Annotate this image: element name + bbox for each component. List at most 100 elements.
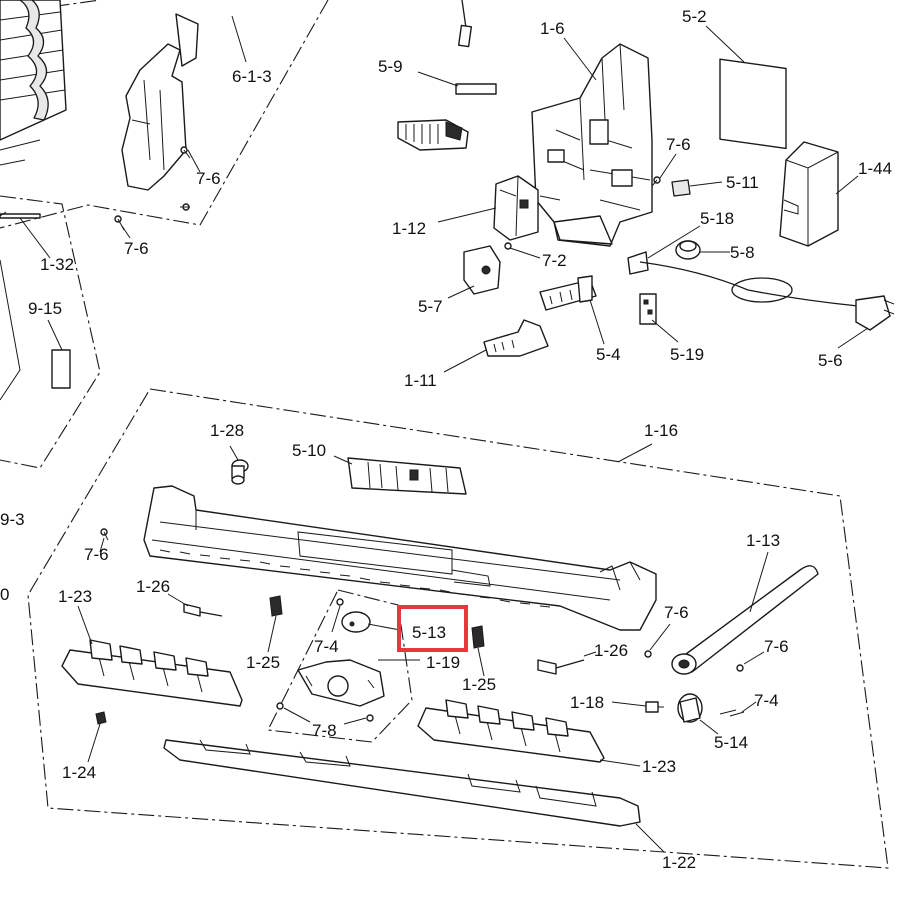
group-border-lower-main bbox=[27, 388, 889, 869]
label-1-25-a: 1-25 bbox=[246, 653, 280, 672]
part-5-14 bbox=[677, 693, 703, 723]
leader-7-6-c bbox=[659, 153, 677, 179]
screw-7-4-right bbox=[719, 709, 745, 717]
leader-6-1-3 bbox=[231, 15, 247, 63]
label-1-23-b: 1-23 bbox=[642, 757, 676, 776]
leader-1-26-b bbox=[583, 651, 597, 657]
part-5-2-sheet bbox=[719, 58, 787, 150]
label-1-44: 1-44 bbox=[858, 159, 892, 178]
part-5-6-plug bbox=[855, 295, 895, 331]
part-5-4-board bbox=[539, 275, 597, 311]
label-5-7: 5-7 bbox=[418, 297, 443, 316]
leader-5-10 bbox=[333, 455, 353, 465]
group-border-upper-left bbox=[0, 0, 329, 229]
part-1-26-sensor-left bbox=[183, 603, 223, 617]
label-5-2: 5-2 bbox=[682, 7, 707, 26]
label-1-22: 1-22 bbox=[662, 853, 696, 872]
leader-5-11 bbox=[689, 181, 723, 187]
label-1-23-a: 1-23 bbox=[58, 587, 92, 606]
part-1-18 bbox=[645, 701, 664, 713]
leader-1-32 bbox=[19, 217, 51, 259]
part-5-9-connector bbox=[397, 119, 469, 151]
part-1-44-cover bbox=[779, 141, 839, 247]
part-1-25-clip-left bbox=[269, 595, 283, 617]
label-7-6-d: 7-6 bbox=[84, 545, 109, 564]
label-1-12: 1-12 bbox=[392, 219, 426, 238]
label-7-4-a: 7-4 bbox=[314, 637, 339, 656]
part-5-18-cable bbox=[627, 251, 859, 307]
label-7-2: 7-2 bbox=[542, 251, 567, 270]
label-5-14: 5-14 bbox=[714, 733, 748, 752]
label-7-6-a: 7-6 bbox=[196, 169, 221, 188]
leader-1-13 bbox=[749, 551, 769, 613]
part-1-25-clip-right bbox=[471, 625, 485, 649]
label-1-25-b: 1-25 bbox=[462, 675, 496, 694]
screw-7-6-right-a bbox=[644, 650, 652, 658]
part-1-23-right bbox=[417, 699, 605, 763]
leader-1-44 bbox=[835, 175, 859, 195]
left-panel-part bbox=[0, 211, 71, 401]
label-5-10: 5-10 bbox=[292, 441, 326, 460]
leader-7-6-f bbox=[743, 651, 765, 665]
label-1-18: 1-18 bbox=[570, 693, 604, 712]
label-7-8: 7-8 bbox=[312, 721, 337, 740]
label-7-6-f: 7-6 bbox=[764, 637, 789, 656]
label-1-32: 1-32 bbox=[40, 255, 74, 274]
part-5-9-tag bbox=[455, 83, 497, 95]
leader-1-23-a bbox=[77, 605, 93, 645]
leader-5-4 bbox=[589, 299, 605, 345]
label-5-13: 5-13 bbox=[412, 623, 446, 642]
label-7-6-c: 7-6 bbox=[666, 135, 691, 154]
label-6-1-3: 6-1-3 bbox=[232, 67, 272, 86]
leader-5-14 bbox=[699, 719, 719, 735]
part-1-16-drain-pan bbox=[143, 485, 657, 631]
leader-1-11 bbox=[443, 349, 487, 373]
part-1-23-left bbox=[61, 639, 243, 707]
part-1-26-sensor-right bbox=[537, 659, 585, 675]
screw-7-6-left bbox=[114, 215, 125, 231]
label-5-4: 5-4 bbox=[596, 345, 621, 364]
leader-5-19 bbox=[651, 319, 679, 343]
part-1-6-control-box bbox=[531, 43, 653, 247]
heat-exchanger-part bbox=[0, 0, 67, 166]
leader-7-8 bbox=[283, 707, 367, 725]
label-1-11: 1-11 bbox=[404, 371, 437, 390]
label-1-28: 1-28 bbox=[210, 421, 244, 440]
label-1-6: 1-6 bbox=[540, 19, 565, 38]
leader-5-6 bbox=[837, 327, 869, 349]
group-border-left bbox=[0, 195, 101, 469]
label-5-9: 5-9 bbox=[378, 57, 403, 76]
leader-1-26-a bbox=[167, 593, 189, 607]
leader-5-13 bbox=[367, 623, 401, 631]
leader-1-18 bbox=[611, 701, 647, 707]
label-1-26-b: 1-26 bbox=[594, 641, 628, 660]
leader-7-6-d bbox=[99, 537, 105, 553]
label-9-3: 9-3 bbox=[0, 510, 25, 529]
part-5-7-terminal bbox=[463, 245, 501, 295]
screw-7-2 bbox=[504, 242, 512, 250]
label-0: 0 bbox=[0, 585, 9, 604]
sensor-wire-part bbox=[457, 0, 473, 48]
screw-7-6-upper bbox=[180, 146, 191, 211]
leader-7-6-b bbox=[121, 225, 131, 239]
leader-5-7 bbox=[447, 285, 475, 299]
highlight-box-5-13 bbox=[397, 605, 468, 652]
part-1-28-knob bbox=[231, 459, 249, 485]
leader-9-15 bbox=[47, 319, 63, 351]
leader-1-6 bbox=[563, 37, 597, 81]
label-1-26-a: 1-26 bbox=[136, 577, 170, 596]
label-7-6-e: 7-6 bbox=[664, 603, 689, 622]
label-5-6: 5-6 bbox=[818, 351, 843, 370]
screw-7-8-right bbox=[366, 714, 374, 722]
leader-1-23-b bbox=[599, 759, 641, 767]
leader-5-9 bbox=[417, 71, 459, 87]
screw-7-6-right-b bbox=[736, 664, 744, 672]
leader-7-6-a bbox=[187, 149, 201, 173]
label-5-19: 5-19 bbox=[670, 345, 704, 364]
part-5-11 bbox=[671, 179, 691, 197]
label-7-6-b: 7-6 bbox=[124, 239, 149, 258]
part-5-19-board bbox=[639, 293, 657, 325]
part-6-1-3-bracket bbox=[121, 13, 199, 191]
part-1-22-rail bbox=[163, 739, 641, 827]
